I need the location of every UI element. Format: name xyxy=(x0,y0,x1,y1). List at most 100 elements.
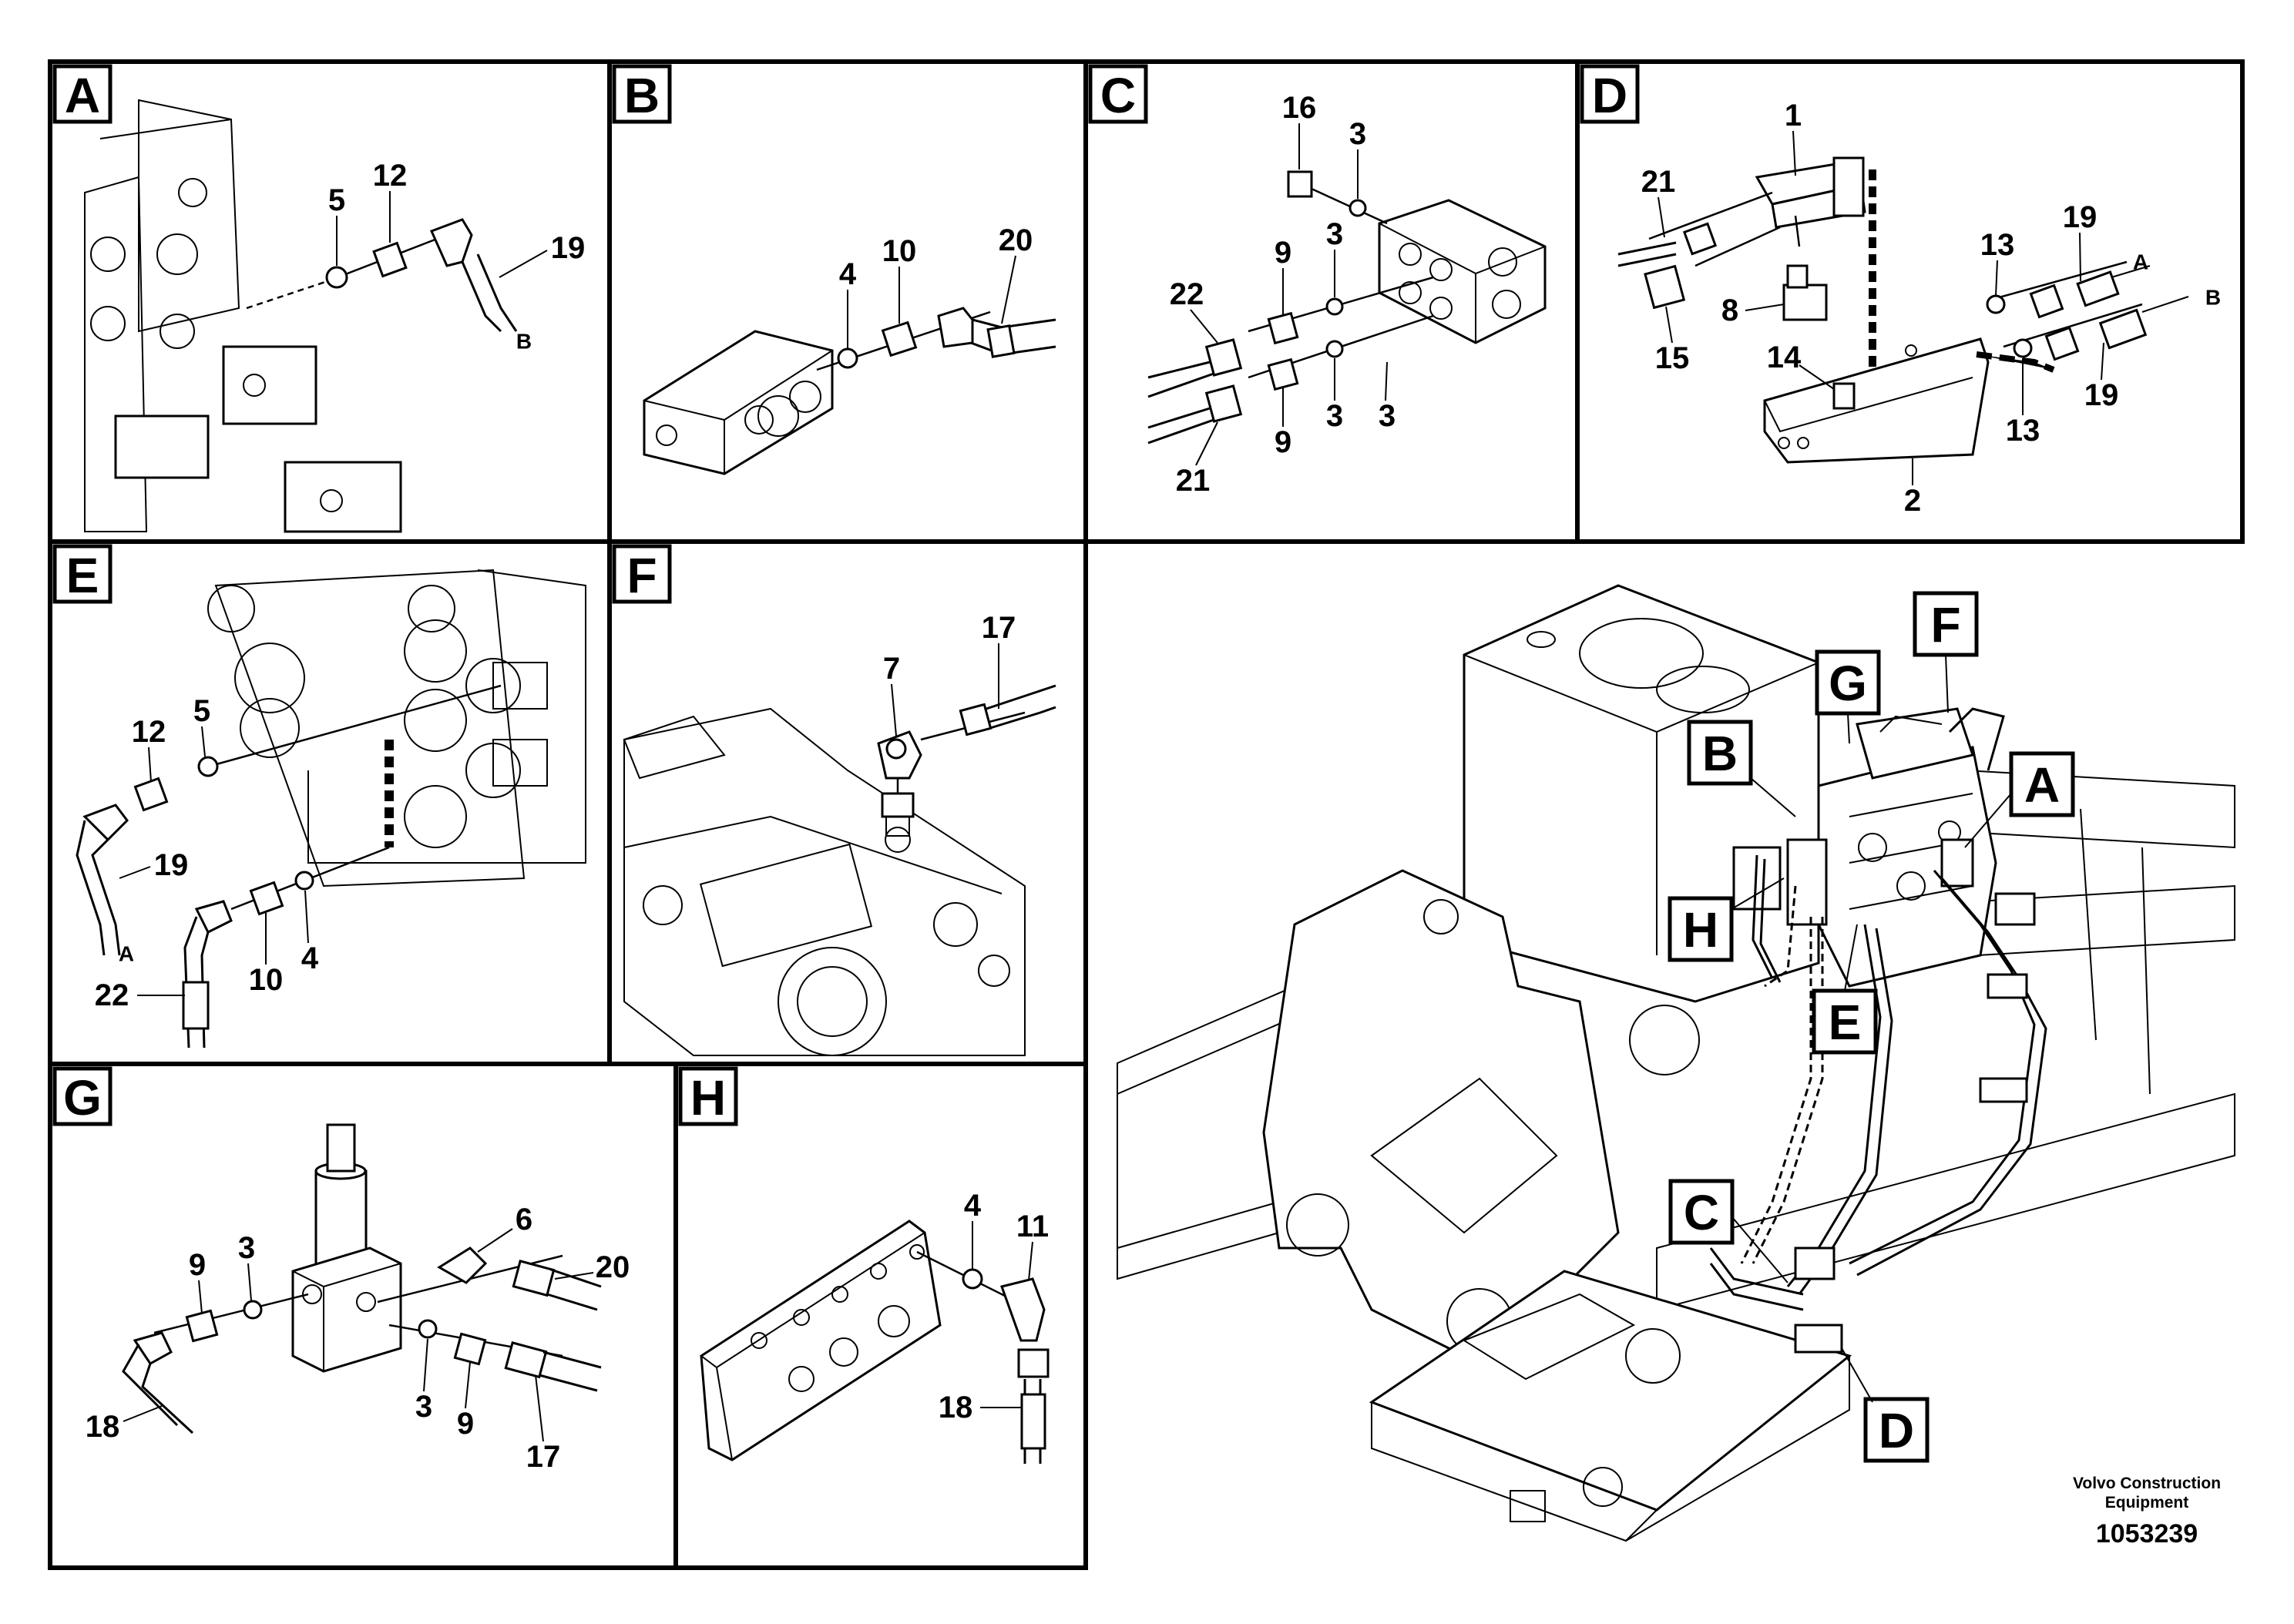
callout: 21 xyxy=(1176,464,1211,498)
overview-callout-f: F xyxy=(1913,591,1979,713)
hose-end-label: B xyxy=(2205,286,2221,310)
panel-tags: A B C D E F G H xyxy=(52,64,1640,1126)
callout: 22 xyxy=(95,978,129,1012)
overview-callout-h: H xyxy=(1668,877,1785,962)
callout: 5 xyxy=(328,183,345,217)
panel-frame-d xyxy=(1575,59,2245,544)
callout: 4 xyxy=(964,1189,982,1223)
callout: 10 xyxy=(882,234,917,268)
panel-b-callouts: 4 10 20 xyxy=(839,223,1033,348)
callout: 15 xyxy=(1655,341,1690,375)
svg-text:F: F xyxy=(626,548,657,603)
callout: 11 xyxy=(1016,1210,1049,1243)
document-number: 1053239 xyxy=(2096,1519,2198,1549)
panel-a-drawing xyxy=(84,99,518,533)
panel-d-drawing xyxy=(1617,156,2189,464)
panel-b-drawing xyxy=(643,307,1056,475)
svg-text:B: B xyxy=(1702,726,1738,781)
callout: 16 xyxy=(1282,91,1317,125)
callout: 20 xyxy=(596,1250,630,1284)
panel-tag-f: F xyxy=(612,544,672,604)
svg-text:A: A xyxy=(65,68,100,123)
panel-g-drawing xyxy=(122,1123,602,1434)
callout: 4 xyxy=(839,257,857,291)
callout: 21 xyxy=(1641,165,1676,199)
svg-text:E: E xyxy=(1829,995,1862,1050)
overview-drawing xyxy=(1117,584,2235,1542)
panel-g-callouts: 6 3 9 20 18 3 9 17 xyxy=(86,1203,630,1474)
callout: 17 xyxy=(982,611,1016,645)
panel-tag-h: H xyxy=(678,1066,738,1126)
panel-a-callouts: 5 12 19 B xyxy=(328,159,585,354)
panel-tag-c: C xyxy=(1088,64,1148,124)
svg-text:A: A xyxy=(2024,757,2060,813)
callout: 1 xyxy=(1785,99,1802,133)
overview-callout-g: G xyxy=(1815,649,1881,744)
panel-tag-d: D xyxy=(1580,64,1640,124)
footer: Volvo Construction Equipment 1053239 xyxy=(2073,1475,2221,1549)
callout: 14 xyxy=(1767,341,1802,374)
callout: 6 xyxy=(516,1203,532,1236)
svg-text:D: D xyxy=(1592,68,1627,123)
callout: 3 xyxy=(1326,217,1343,251)
callout: 18 xyxy=(939,1391,973,1424)
hose-end-label: B xyxy=(516,330,532,354)
callout: 3 xyxy=(238,1231,255,1265)
callout: 7 xyxy=(883,652,900,686)
callout: 12 xyxy=(132,715,166,749)
svg-text:F: F xyxy=(1930,597,1960,653)
svg-text:E: E xyxy=(66,548,99,603)
panel-frames xyxy=(48,59,2245,1570)
svg-text:C: C xyxy=(1100,68,1136,123)
callout: 2 xyxy=(1904,484,1921,518)
overview-callout-d: D xyxy=(1841,1347,1930,1463)
company-name-line-2: Equipment xyxy=(2105,1494,2189,1512)
panel-c-drawing xyxy=(1147,170,1547,445)
callout: 9 xyxy=(1275,236,1291,270)
panel-tag-a: A xyxy=(52,64,113,124)
panel-e-callouts: 12 5 19 10 4 A 22 xyxy=(95,694,319,1012)
panel-d-callouts: 1 21 19 13 A 8 B 15 14 13 19 2 xyxy=(1641,99,2221,518)
callout: 13 xyxy=(2006,414,2040,448)
svg-text:H: H xyxy=(1683,902,1718,958)
callout: 17 xyxy=(526,1440,561,1474)
callout: 19 xyxy=(154,848,189,882)
panel-h-drawing xyxy=(700,1220,1050,1464)
callout: 12 xyxy=(373,159,408,193)
svg-text:D: D xyxy=(1879,1403,1914,1458)
panel-h-callouts: 4 11 18 xyxy=(939,1189,1049,1424)
panel-e-drawing xyxy=(76,569,586,1049)
panel-frame-h xyxy=(673,1062,1088,1570)
svg-text:G: G xyxy=(1829,656,1867,711)
hose-end-label: A xyxy=(2133,250,2148,274)
callout: 8 xyxy=(1721,294,1738,327)
panel-f-drawing xyxy=(623,684,1056,1056)
panel-tag-g: G xyxy=(52,1066,113,1126)
company-name-line-1: Volvo Construction xyxy=(2073,1475,2221,1492)
callout: 22 xyxy=(1170,277,1204,311)
svg-text:C: C xyxy=(1684,1185,1719,1240)
callout: 9 xyxy=(457,1407,474,1441)
callout: 9 xyxy=(1275,425,1291,459)
overview-callout-c: C xyxy=(1668,1179,1789,1283)
callout: 3 xyxy=(1326,399,1343,433)
callout: 10 xyxy=(249,963,284,997)
panel-tag-e: E xyxy=(52,544,113,604)
svg-text:G: G xyxy=(63,1070,102,1126)
panel-f-callouts: 17 7 xyxy=(883,611,1016,737)
callout: 3 xyxy=(1349,117,1366,151)
callout: 13 xyxy=(1980,228,2015,262)
callout: 3 xyxy=(1379,399,1396,433)
overview-callout-b: B xyxy=(1687,720,1796,817)
callout: 9 xyxy=(189,1248,206,1282)
callout: 18 xyxy=(86,1410,120,1444)
panel-frame-e xyxy=(48,539,612,1066)
callout: 19 xyxy=(2063,200,2098,234)
svg-text:H: H xyxy=(690,1070,726,1126)
callout: 19 xyxy=(2084,378,2119,412)
callout: 3 xyxy=(415,1390,432,1424)
callout: 4 xyxy=(301,941,319,975)
panel-c-callouts: 16 3 3 9 22 3 9 3 21 xyxy=(1170,91,1396,498)
